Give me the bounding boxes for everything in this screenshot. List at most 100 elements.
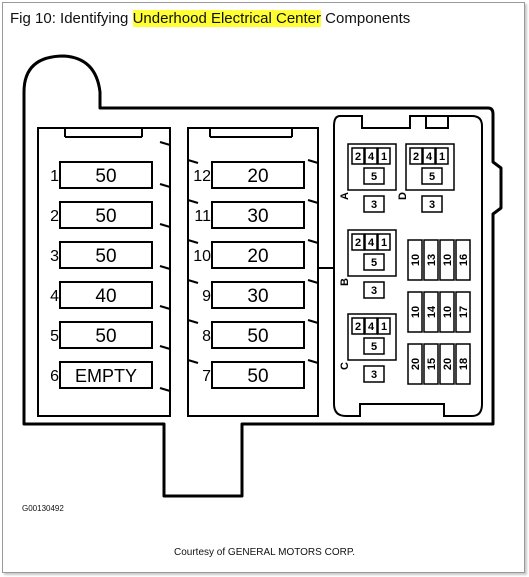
mini-fuse-box <box>423 291 439 333</box>
relay-terminal-box <box>363 281 385 299</box>
mini-fuse-rating: 15 <box>426 358 438 370</box>
relay-terminal-box <box>363 253 385 271</box>
relay-terminal-label: 4 <box>426 151 433 163</box>
middle-fuse-10: 10 20 <box>193 241 305 269</box>
left-fuse-position: 2 <box>50 208 59 225</box>
middle-fuse-rating: 30 <box>247 206 268 227</box>
left-fuse-box <box>59 201 153 229</box>
relay-block-letter: D <box>397 192 409 200</box>
left-fuse-rating: 50 <box>95 246 116 267</box>
title-prefix: Fig 10: Identifying <box>10 10 133 27</box>
left-fuse-4: 4 40 <box>50 281 153 309</box>
left-fuse-6: 6 EMPTY <box>50 361 153 389</box>
relay-terminal-label: 4 <box>368 321 375 333</box>
relay-block-outline <box>347 229 397 277</box>
left-fuse-box <box>59 321 153 349</box>
mini-fuse-rating: 18 <box>458 358 470 370</box>
left-fuse-rating: EMPTY <box>75 366 137 386</box>
relay-terminal-box <box>364 233 378 251</box>
middle-fuse-position: 11 <box>194 208 211 225</box>
left-fuse-rating: 50 <box>95 326 116 347</box>
relay-terminal-box <box>351 147 365 165</box>
middle-fuse-box <box>211 281 305 309</box>
relay-block-outline <box>405 143 455 191</box>
mini-fuse-box <box>455 239 471 281</box>
middle-fuse-8: 8 50 <box>202 321 305 349</box>
middle-panel-notches <box>187 128 334 364</box>
left-fuse-rating: 40 <box>95 286 116 307</box>
relay-terminal-label: 3 <box>371 369 377 381</box>
relay-panel-tabs <box>425 116 449 129</box>
left-fuse-5: 5 50 <box>50 321 153 349</box>
left-fuse-position: 5 <box>50 328 59 345</box>
left-fuse-position: 6 <box>50 368 59 385</box>
relay-terminal-box <box>377 317 391 335</box>
mini-fuse-rating: 20 <box>410 358 422 370</box>
mini-fuse-rating: 14 <box>426 305 438 318</box>
mini-fuse-rating: 10 <box>442 306 454 318</box>
left-fuse-box <box>59 281 153 309</box>
middle-fuse-rating: 20 <box>247 246 268 267</box>
middle-fuse-position: 9 <box>202 288 211 305</box>
relay-terminal-label: 5 <box>371 171 377 183</box>
relay-terminal-box <box>363 365 385 383</box>
relay-block-outline <box>347 313 397 361</box>
mini-fuse-box <box>423 239 439 281</box>
relay-terminal-label: 5 <box>371 341 377 353</box>
mini-fuse-rating: 16 <box>458 254 470 266</box>
relay-terminal-label: 1 <box>381 237 387 249</box>
mini-fuse-rating: 10 <box>410 254 422 266</box>
mini-fuse-rating: 10 <box>442 254 454 266</box>
mini-fuse-rating: 20 <box>442 358 454 370</box>
relay-terminal-label: 5 <box>371 257 377 269</box>
relay-terminal-box <box>363 167 385 185</box>
mini-fuse-rating: 13 <box>426 254 438 266</box>
middle-fuse-box <box>211 321 305 349</box>
relay-terminal-label: 1 <box>381 151 387 163</box>
middle-fuse-rating: 20 <box>247 166 268 187</box>
title-suffix: Components <box>321 10 411 27</box>
left-fuse-position: 1 <box>50 168 59 185</box>
relay-terminal-box <box>377 233 391 251</box>
figure-id: G00130492 <box>22 504 64 513</box>
housing-outline <box>22 54 503 498</box>
relay-terminal-box <box>435 147 449 165</box>
middle-fuse-box <box>211 161 305 189</box>
left-fuse-position: 4 <box>50 288 59 305</box>
relay-terminal-box <box>409 147 423 165</box>
relay-panel <box>333 115 483 417</box>
relay-terminal-label: 3 <box>429 199 435 211</box>
left-fuse-panel <box>37 127 171 417</box>
left-fuse-rating: 50 <box>95 206 116 227</box>
relay-block-letter: C <box>339 362 351 370</box>
relay-terminal-label: 5 <box>429 171 435 183</box>
relay-terminal-label: 3 <box>371 199 377 211</box>
relay-block-outline <box>347 143 397 191</box>
mini-fuse-box <box>423 343 439 385</box>
mini-fuse-box <box>407 291 423 333</box>
mini-fuse-box <box>439 343 455 385</box>
mini-fuse-box <box>439 291 455 333</box>
left-fuse-rating: 50 <box>95 166 116 187</box>
mini-fuse-box <box>407 239 423 281</box>
mini-fuse-box <box>455 291 471 333</box>
relay-terminal-box <box>351 233 365 251</box>
relay-terminal-label: 2 <box>355 151 361 163</box>
relay-terminal-label: 2 <box>355 321 361 333</box>
middle-fuse-panel <box>187 127 319 417</box>
middle-fuse-position: 10 <box>193 248 211 265</box>
middle-fuse-position: 8 <box>202 328 211 345</box>
relay-terminal-label: 2 <box>413 151 419 163</box>
middle-fuse-rating: 50 <box>247 326 268 347</box>
relay-terminal-box <box>351 317 365 335</box>
left-fuse-box <box>59 241 153 269</box>
left-panel-notches <box>64 128 171 392</box>
middle-fuse-box <box>211 361 305 389</box>
middle-fuse-position: 7 <box>202 368 211 385</box>
